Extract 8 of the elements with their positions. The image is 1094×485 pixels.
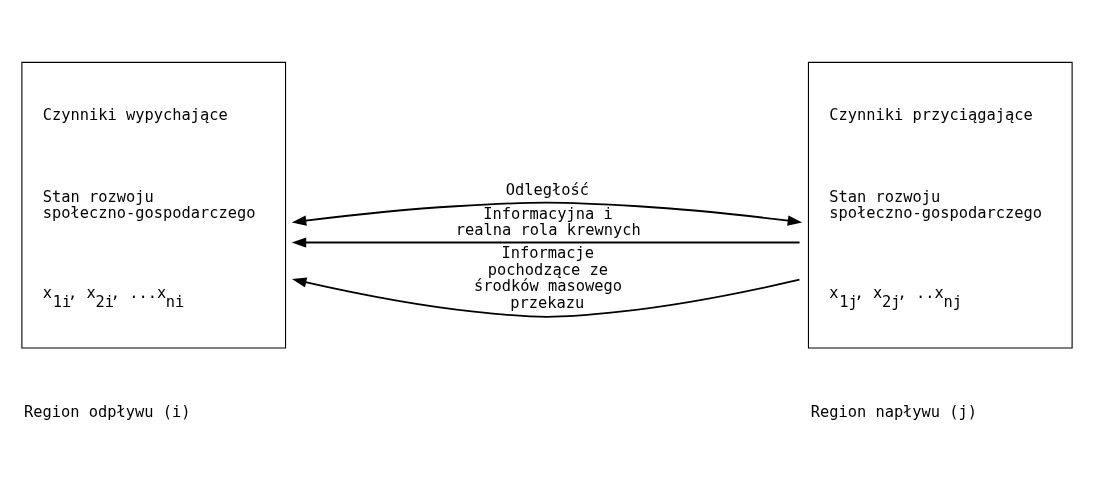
node-label: Region odpływu (i) — [24, 403, 191, 422]
edge-label: Informacyjna i realna rola krewnych — [455, 204, 641, 240]
node-label: Region napływu (j) — [810, 403, 978, 422]
arrow — [291, 237, 801, 248]
arrow — [291, 201, 803, 226]
arrow — [291, 277, 801, 318]
edge-label: Informacje pochodzące ze środków masowego przekazu — [473, 244, 622, 312]
edge-label: Odległość — [505, 181, 590, 200]
